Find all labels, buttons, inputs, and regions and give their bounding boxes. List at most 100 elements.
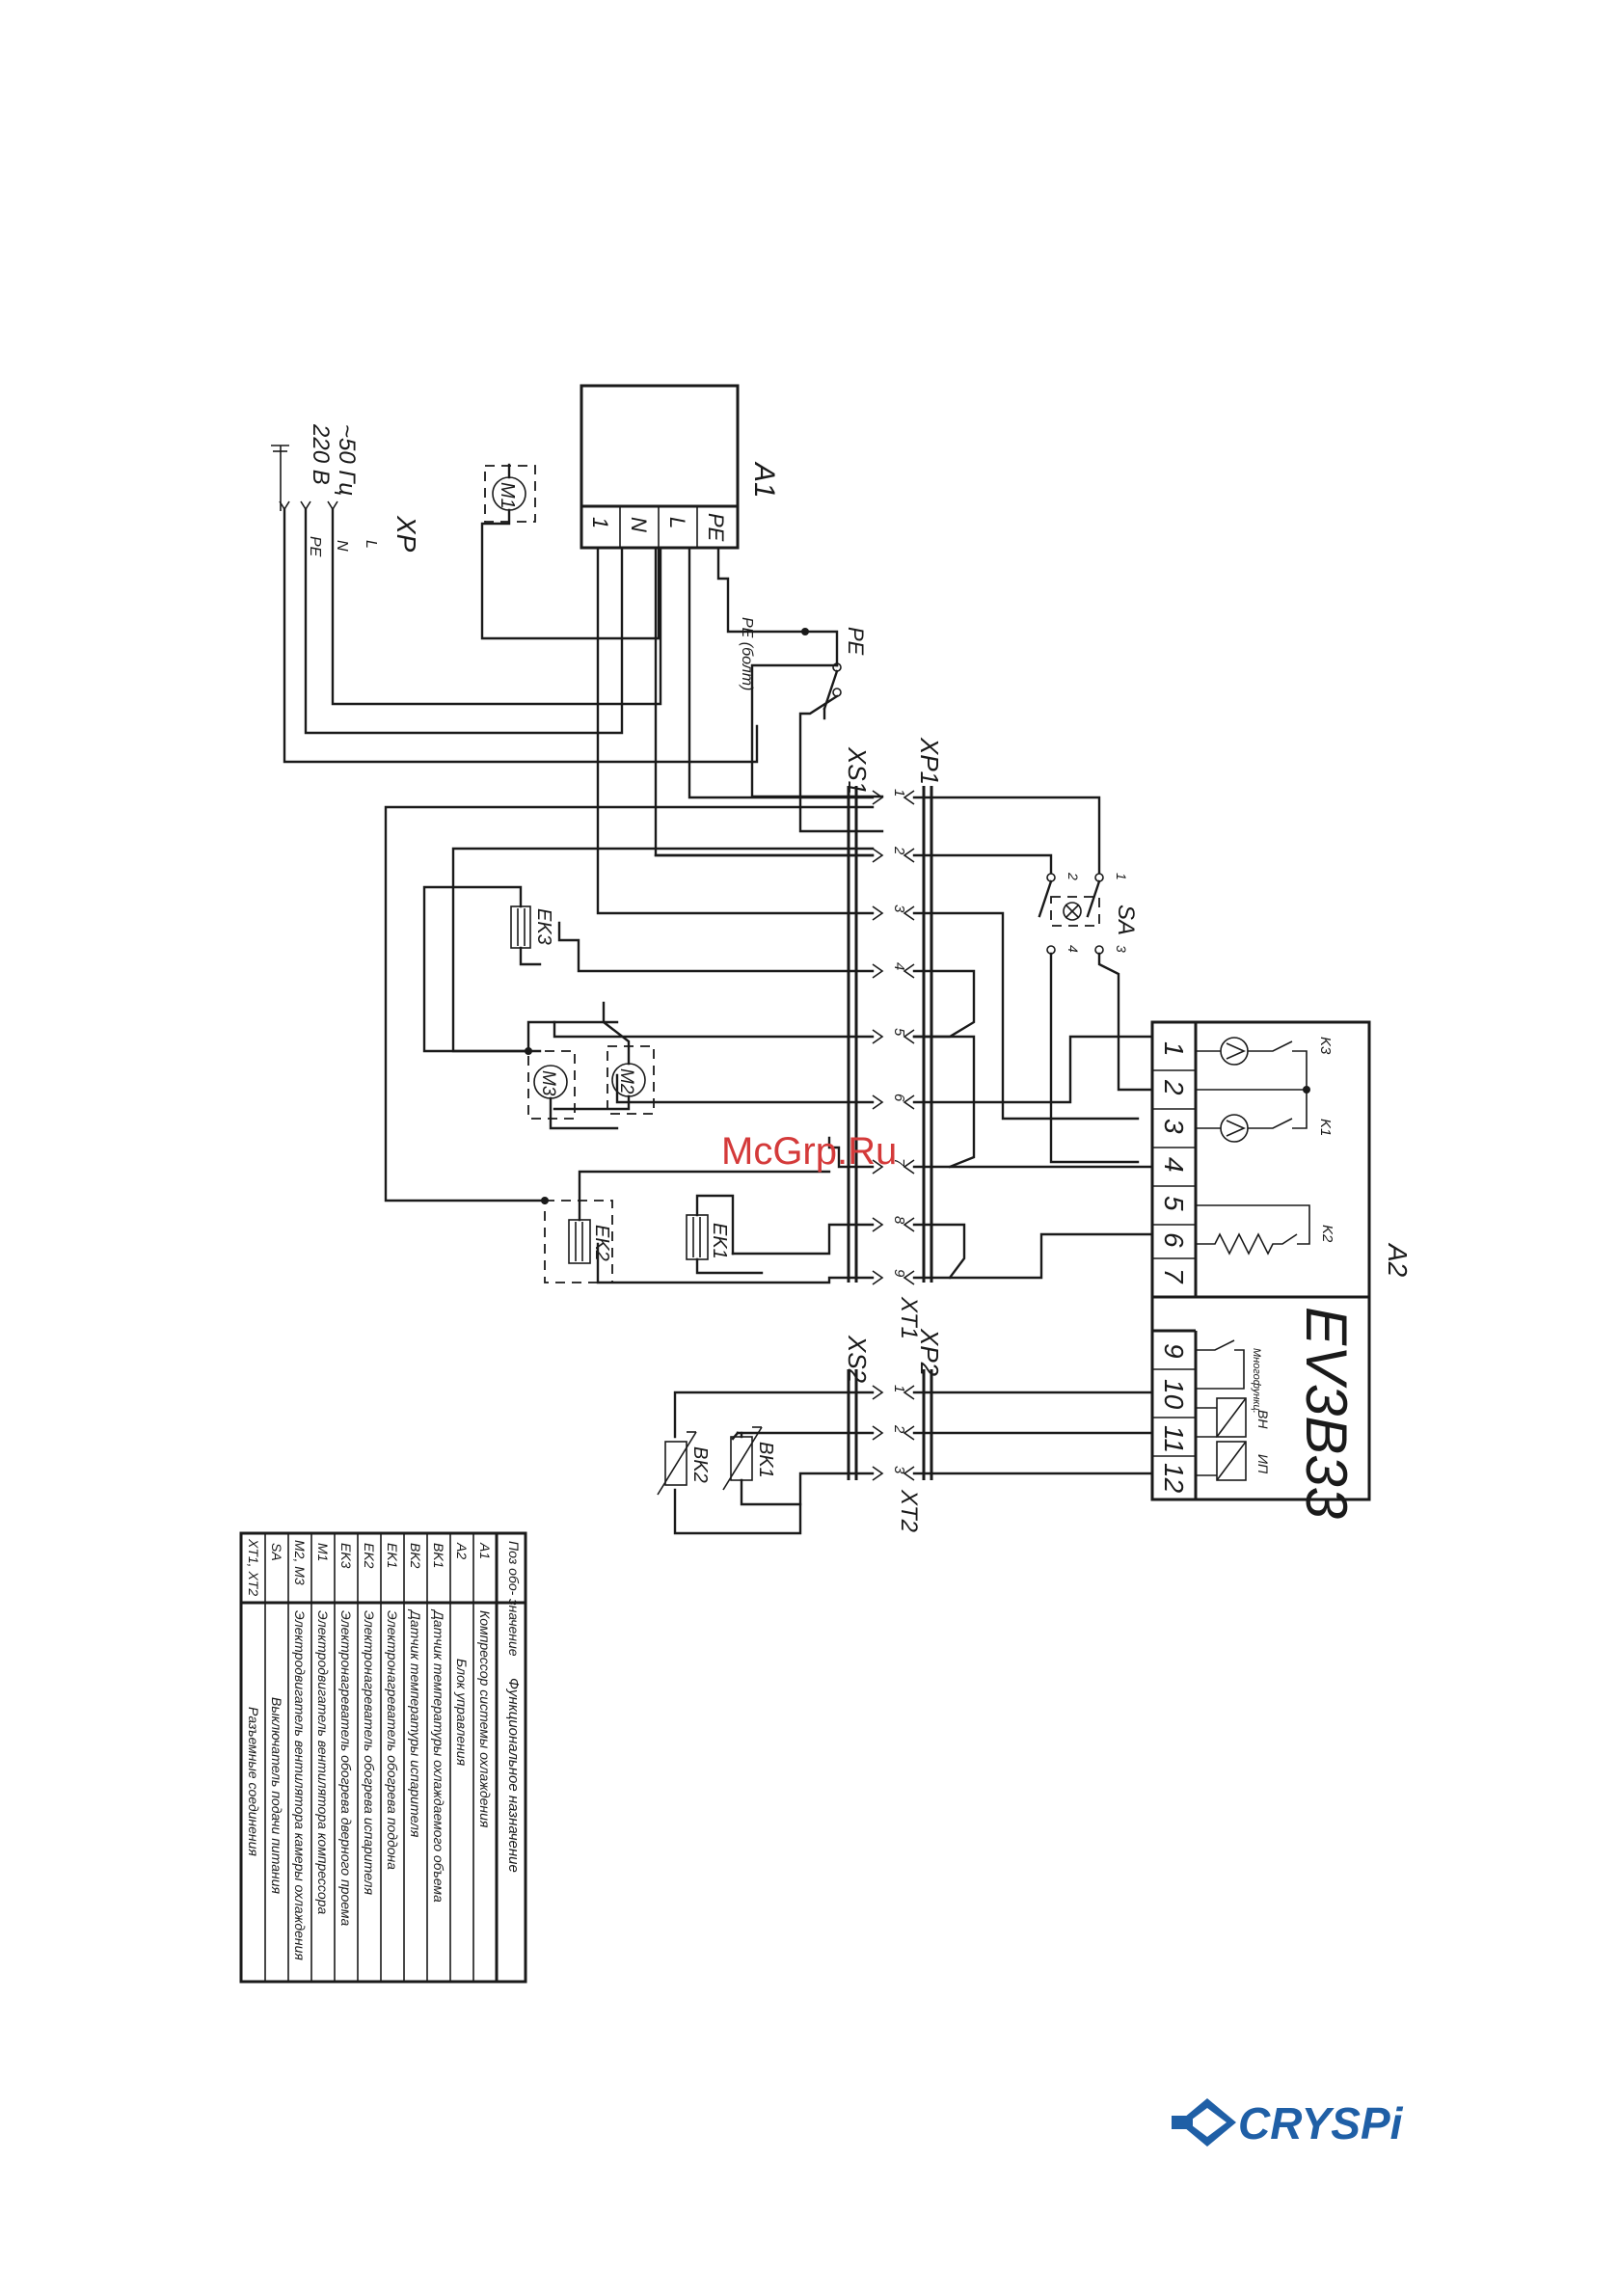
bk1-label: BK1 xyxy=(755,1442,776,1478)
sa-label: SA xyxy=(1113,905,1139,935)
xt1-pin-1: 1 xyxy=(891,789,907,797)
a2-terminal-7: 7 xyxy=(1159,1268,1189,1284)
xp-input: XP L N PE ~50 Гц 220 В xyxy=(271,423,759,764)
sa-pin-1: 1 xyxy=(1114,873,1129,880)
legend-header-func: Функциональное назначение xyxy=(505,1678,522,1873)
m3-fan-motor: M3 xyxy=(451,847,875,1130)
xt2-connector: XS2 XP2 XT2 1 2 3 xyxy=(673,1328,1154,1535)
m2-label: M2 xyxy=(616,1068,636,1094)
a2-terminal-10: 10 xyxy=(1159,1379,1189,1410)
xp-label: XP xyxy=(391,515,421,553)
ek3-heater: EK3 xyxy=(422,885,554,1053)
a2-terminal-1: 1 xyxy=(1159,1041,1189,1057)
xp-phase-l: L xyxy=(363,540,379,549)
m3-label: M3 xyxy=(538,1070,558,1096)
supply-frequency: ~50 Гц xyxy=(334,424,360,496)
k1-relay: K1 xyxy=(1196,1086,1334,1143)
ip-label: ИП xyxy=(1255,1454,1271,1474)
xt1-pin-6: 6 xyxy=(891,1094,907,1102)
pe-label: PE xyxy=(844,627,868,656)
xt1-pin-3: 3 xyxy=(891,905,907,913)
a2-terminal-9: 9 xyxy=(1159,1343,1189,1359)
xp-phase-n: N xyxy=(334,540,350,552)
ek2-label: EK2 xyxy=(591,1225,612,1261)
pe-bolt-label: PE (болт) xyxy=(739,617,755,690)
legend-func-0: Компрессор системы охлаждения xyxy=(477,1610,493,1828)
k2-relay: K2 xyxy=(1196,1204,1335,1256)
bk2-label: BK2 xyxy=(689,1446,711,1483)
legend-pos-2: BK1 xyxy=(431,1543,446,1568)
xt2-label: XT2 xyxy=(896,1489,922,1532)
k3-relay: K3 xyxy=(1196,1037,1334,1090)
legend-func-5: Электронагреватель обогрева испарителя xyxy=(362,1610,377,1895)
xp-phase-pe: PE xyxy=(307,536,323,557)
a2-terminal-4: 4 xyxy=(1159,1157,1189,1173)
a2-model: EV3B33 xyxy=(1294,1307,1359,1519)
sa-pin-2: 2 xyxy=(1065,872,1081,880)
xt1-pin-4: 4 xyxy=(891,962,907,970)
legend-func-8: Электродвигатель вентилятора камеры охла… xyxy=(292,1610,308,1960)
a2-terminal-5: 5 xyxy=(1159,1196,1189,1211)
sa-pin-3: 3 xyxy=(1114,945,1129,953)
legend-func-6: Электронагреватель обогрева дверного про… xyxy=(338,1610,354,1926)
k2-label: K2 xyxy=(1319,1225,1335,1243)
watermark: McGrp.Ru xyxy=(721,1130,897,1173)
legend-table: Поз обо- значение Функциональное назначе… xyxy=(239,1531,527,1984)
xt2-pin-2: 2 xyxy=(891,1424,907,1434)
a1-label: A1 xyxy=(748,461,780,499)
pe-ground: PE (болт) PE xyxy=(716,546,884,833)
legend-func-7: Электродвигатель вентилятора компрессора xyxy=(315,1610,331,1914)
legend-pos-8: M2, M3 xyxy=(292,1540,308,1585)
a1-compressor: A1 1 N L PE xyxy=(580,384,780,550)
legend-pos-1: A2 xyxy=(454,1542,470,1559)
xs1-label: XS1 xyxy=(843,746,872,795)
a2-terminal-3: 3 xyxy=(1159,1119,1189,1134)
a2-controller: A2 EV3B33 1 2 3 4 5 6 7 9 10 11 12 xyxy=(1150,1020,1413,1519)
ek3-label: EK3 xyxy=(533,908,554,945)
a1-terminal-l: L xyxy=(665,517,689,528)
legend-header-pos: Поз обо- значение xyxy=(506,1541,522,1657)
legend-pos-5: EK2 xyxy=(362,1543,377,1569)
m1-motor: M1 xyxy=(480,463,661,640)
legend-pos-3: BK2 xyxy=(408,1543,423,1569)
xt1-pin-9: 9 xyxy=(891,1269,907,1278)
legend-pos-7: M1 xyxy=(315,1543,331,1561)
xt2-pin-3: 3 xyxy=(891,1466,907,1474)
xt1-pin-7: 7 xyxy=(891,1158,907,1167)
a2-label: A2 xyxy=(1383,1242,1413,1278)
sa-switch: SA 1 2 3 4 xyxy=(1038,872,1154,1164)
k1-label: K1 xyxy=(1317,1119,1334,1136)
legend-pos-0: A1 xyxy=(477,1542,493,1559)
m1-label: M1 xyxy=(497,482,518,509)
legend-func-1: Блок управления xyxy=(454,1659,470,1767)
xt1-pins xyxy=(872,790,915,1285)
a1-terminal-pe: PE xyxy=(704,513,728,542)
legend-func-2: Датчик температуры охлаждаемого объема xyxy=(431,1608,446,1903)
a2-terminal-2: 2 xyxy=(1159,1079,1189,1095)
xs2-label: XS2 xyxy=(843,1335,872,1384)
xt1-label: XT1 xyxy=(896,1296,922,1339)
a2-terminal-12: 12 xyxy=(1159,1463,1189,1494)
ek1-heater: EK1 xyxy=(686,1194,764,1275)
supply-voltage: 220 В xyxy=(308,423,334,485)
cryspi-logo: CRYSPi xyxy=(1172,2098,1404,2148)
a2-terminal-11: 11 xyxy=(1159,1425,1189,1453)
a2-terminal-dividers xyxy=(1152,1069,1196,1457)
xp1-label: XP1 xyxy=(915,737,944,785)
vn-label: ВН xyxy=(1255,1410,1271,1429)
ek1-label: EK1 xyxy=(709,1223,730,1259)
xt1-pin-5: 5 xyxy=(891,1028,907,1037)
bk1-sensor: BK1 xyxy=(722,1426,802,1506)
legend-pos-10: XT1, XT2 xyxy=(246,1538,261,1596)
bk2-sensor: BK2 xyxy=(657,1431,711,1496)
legend-pos-9: SA xyxy=(269,1543,284,1561)
xp2-label: XP2 xyxy=(915,1328,944,1377)
legend-pos-6: EK3 xyxy=(338,1543,354,1569)
xt2-pin-1: 1 xyxy=(891,1385,907,1392)
sensor-inputs: ВН ИП xyxy=(1196,1397,1271,1481)
logo-text: CRYSPi xyxy=(1238,2098,1404,2148)
ek2-heater: EK2 xyxy=(384,805,875,1283)
a1-terminal-1: 1 xyxy=(588,517,612,528)
multifunction-input: Многофункц. xyxy=(1196,1339,1262,1414)
